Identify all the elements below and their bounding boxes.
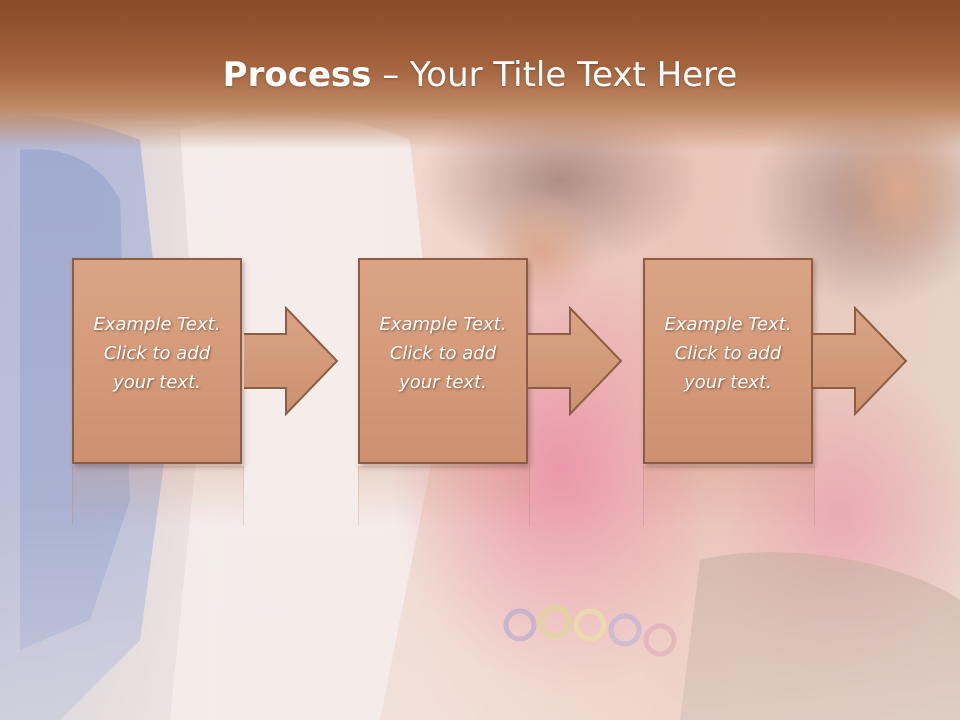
step-2-text: Example Text. Click to add your text. [379, 313, 507, 393]
right-arrow-icon [813, 306, 908, 416]
title-bold-text: Process [222, 55, 372, 95]
right-arrow-icon [244, 306, 339, 416]
title-band [0, 0, 960, 150]
step-3-text: Example Text. Click to add your text. [664, 313, 792, 393]
title-rest-text: Your Title Text Here [410, 55, 738, 95]
step-3-reflection [643, 466, 815, 526]
step-3-box[interactable]: Example Text. Click to add your text. [643, 258, 813, 464]
right-arrow-icon [528, 306, 623, 416]
slide-title[interactable]: Process – Your Title Text Here [0, 52, 960, 98]
step-1-text: Example Text. Click to add your text. [93, 313, 221, 393]
step-1-reflection [72, 466, 244, 526]
step-2-reflection [358, 466, 530, 526]
step-1-box[interactable]: Example Text. Click to add your text. [72, 258, 242, 464]
title-separator: – [371, 55, 411, 95]
step-2-box[interactable]: Example Text. Click to add your text. [358, 258, 528, 464]
